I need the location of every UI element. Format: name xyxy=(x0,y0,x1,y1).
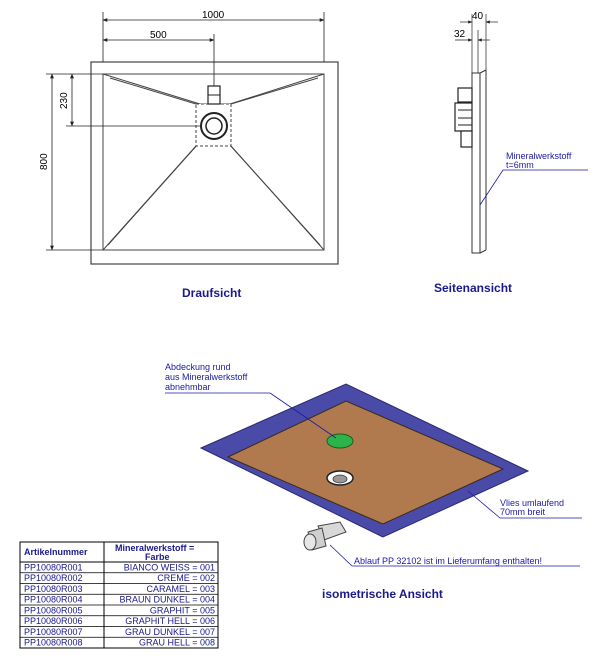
dim-side-part: 32 xyxy=(454,29,466,40)
table-cell-article: PP10080R007 xyxy=(24,627,83,637)
table-cell-article: PP10080R005 xyxy=(24,605,83,615)
table-cell-color: BIANCO WEISS = 001 xyxy=(124,562,215,572)
table-cell-article: PP10080R002 xyxy=(24,573,83,583)
top-view: 1000 500 800 230 Draufsicht xyxy=(39,10,339,300)
table-cell-color: GRAPHIT = 005 xyxy=(150,605,215,615)
isometric-view: Abdeckung rund aus Mineralwerkstoff abne… xyxy=(165,362,582,601)
fleece-label-2: 70mm breit xyxy=(500,507,546,517)
table-cell-color: CARAMEL = 003 xyxy=(147,584,215,594)
table-cell-article: PP10080R006 xyxy=(24,616,83,626)
iso-drain-pipe xyxy=(303,521,347,551)
drain-inner-ring xyxy=(205,117,223,135)
cover-label-3: abnehmbar xyxy=(165,382,211,392)
table-header-color-1: Mineralwerkstoff = xyxy=(115,543,194,553)
dim-side-total: 40 xyxy=(472,11,484,22)
drain-note-leader xyxy=(329,544,353,567)
table-cell-color: BRAUN DUNKEL = 004 xyxy=(120,595,215,605)
side-tray-body xyxy=(471,72,481,254)
side-view-title: Seitenansicht xyxy=(434,281,512,295)
table-header-article: Artikelnummer xyxy=(24,547,88,557)
table-cell-article: PP10080R004 xyxy=(24,595,83,605)
cover-label-1: Abdeckung rund xyxy=(165,362,231,372)
dim-height: 800 xyxy=(39,153,50,170)
table-cell-article: PP10080R001 xyxy=(24,562,83,572)
table-cell-article: PP10080R003 xyxy=(24,584,83,594)
tray-surface xyxy=(226,400,505,525)
dim-half-width: 500 xyxy=(150,30,167,41)
fleece-label-1: Vlies umlaufend xyxy=(500,498,564,508)
iso-view-title: isometrische Ansicht xyxy=(322,587,443,601)
top-view-title: Draufsicht xyxy=(182,286,241,300)
table-cell-color: CREME = 002 xyxy=(157,573,215,583)
drain-note: Ablauf PP 32102 ist im Lieferumfang enth… xyxy=(354,556,542,566)
table-cell-color: GRAU DUNKEL = 007 xyxy=(125,627,215,637)
table-cell-article: PP10080R008 xyxy=(24,638,83,648)
cover-leader xyxy=(269,392,337,439)
table-header-color-2: Farbe xyxy=(145,552,170,562)
fleece-leader xyxy=(467,490,501,519)
dim-drain-offset: 230 xyxy=(59,92,70,109)
cover-label-2: aus Mineralwerkstoff xyxy=(165,372,248,382)
side-view: 40 32 Mineralwerkstoff t=6mm Seitenansic… xyxy=(434,11,588,295)
side-drain-assembly xyxy=(454,87,473,148)
article-table: Artikelnummer Mineralwerkstoff = Farbe P… xyxy=(19,541,219,649)
material-leader xyxy=(479,169,588,206)
drain-cover xyxy=(326,433,354,449)
material-label: Mineralwerkstoff xyxy=(506,151,572,161)
table-cell-color: GRAU HELL = 008 xyxy=(139,638,215,648)
tray-outline xyxy=(90,61,339,265)
table-cell-color: GRAPHIT HELL = 006 xyxy=(125,616,215,626)
slope-area xyxy=(102,73,325,251)
material-thickness: t=6mm xyxy=(506,160,534,170)
dim-width: 1000 xyxy=(202,10,225,21)
